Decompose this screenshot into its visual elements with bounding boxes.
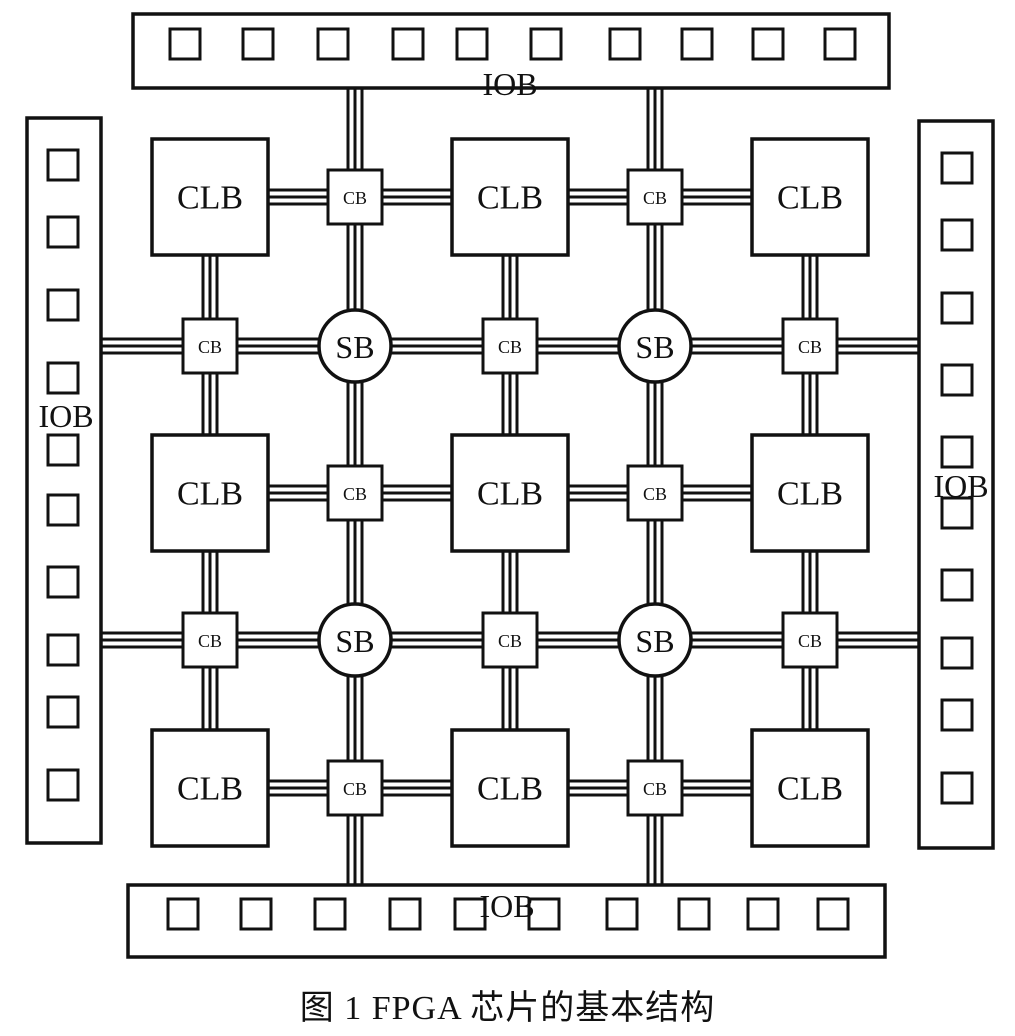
iob-top-label: IOB [482, 66, 537, 102]
clb-block [750, 728, 870, 848]
clb-block [150, 433, 270, 553]
iob-right-pad [940, 771, 974, 805]
clb-label: CLB [777, 180, 843, 217]
sb-label: SB [635, 623, 674, 659]
iob-top-pad [168, 27, 202, 61]
clb-label: CLB [777, 771, 843, 808]
cb-block [626, 759, 684, 817]
iob-right-pad [940, 291, 974, 325]
iob-top-pad [823, 27, 857, 61]
iob-top-pad [608, 27, 642, 61]
cb-block [181, 611, 239, 669]
clb-label: CLB [177, 771, 243, 808]
cb-label: CB [643, 188, 667, 208]
cb-block [781, 611, 839, 669]
cb-label: CB [643, 779, 667, 799]
iob-left-pad [46, 288, 80, 322]
iob-left-pad [46, 215, 80, 249]
cb-block [481, 611, 539, 669]
clb-label: CLB [177, 476, 243, 513]
iob-left-pad [46, 433, 80, 467]
clb-block [150, 728, 270, 848]
cb-label: CB [498, 337, 522, 357]
iob-left-pad [46, 633, 80, 667]
iob-top-pad [316, 27, 350, 61]
iob-top-pad [391, 27, 425, 61]
cb-block [181, 317, 239, 375]
sb-label: SB [335, 623, 374, 659]
clb-block [750, 433, 870, 553]
iob-right-label: IOB [933, 468, 988, 504]
cb-block [626, 168, 684, 226]
sb-block [317, 308, 393, 384]
iob-top-pad [680, 27, 714, 61]
clb-block [450, 728, 570, 848]
iob-top-pad [751, 27, 785, 61]
iob-right-pad [940, 435, 974, 469]
iob-bottom-pad [677, 897, 711, 931]
iob-bottom-pad [453, 897, 487, 931]
clb-block [750, 137, 870, 257]
sb-block [317, 602, 393, 678]
iob-right-pad [940, 151, 974, 185]
iob-left-pad [46, 565, 80, 599]
iob-bottom-pad [388, 897, 422, 931]
sb-block [617, 602, 693, 678]
cb-label: CB [798, 631, 822, 651]
clb-block [150, 137, 270, 257]
cb-label: CB [798, 337, 822, 357]
cb-block [781, 317, 839, 375]
cb-block [481, 317, 539, 375]
iob-left-label: IOB [38, 398, 93, 434]
iob-bottom-pad [746, 897, 780, 931]
cb-block [326, 759, 384, 817]
cb-label: CB [498, 631, 522, 651]
iob-bottom-pad [816, 897, 850, 931]
iob-bottom-pad [313, 897, 347, 931]
fpga-architecture-svg: IOB IOB IOB IOB CLB CLB CLB CLB CLB CLB CLB CLB CLB C… [25, 12, 995, 959]
sb-label: SB [335, 329, 374, 365]
cb-label: CB [343, 779, 367, 799]
iob-bottom-pad [605, 897, 639, 931]
clb-block [450, 433, 570, 553]
clb-label: CLB [777, 476, 843, 513]
cb-label: CB [198, 337, 222, 357]
iob-right-pad [940, 363, 974, 397]
iob-top-pad [529, 27, 563, 61]
iob-left-pad [46, 361, 80, 395]
iob-top-pad [241, 27, 275, 61]
clb-block [450, 137, 570, 257]
iob-right-pad [940, 636, 974, 670]
cb-block [326, 168, 384, 226]
iob-bottom-pad [166, 897, 200, 931]
iob-top-pad [455, 27, 489, 61]
clb-label: CLB [477, 476, 543, 513]
cb-label: CB [343, 188, 367, 208]
sb-label: SB [635, 329, 674, 365]
cb-label: CB [343, 484, 367, 504]
cb-block [326, 464, 384, 522]
iob-left-pad [46, 148, 80, 182]
iob-left-pad [46, 493, 80, 527]
clb-label: CLB [477, 771, 543, 808]
iob-bottom-pad [239, 897, 273, 931]
cb-block [626, 464, 684, 522]
figure-caption: 图 1 FPGA 芯片的基本结构 [299, 990, 716, 1027]
iob-right-pad [940, 568, 974, 602]
clb-label: CLB [177, 180, 243, 217]
iob-right-pad [940, 496, 974, 530]
cb-label: CB [198, 631, 222, 651]
iob-left-pad [46, 768, 80, 802]
iob-right-pad [940, 218, 974, 252]
iob-bottom-pad [527, 897, 561, 931]
blocks: IOB IOB IOB IOB CLB CLB CLB CLB CLB CLB CLB CLB CLB C… [25, 12, 995, 959]
iob-right-pad [940, 698, 974, 732]
sb-block [617, 308, 693, 384]
clb-label: CLB [477, 180, 543, 217]
cb-label: CB [643, 484, 667, 504]
iob-left-pad [46, 695, 80, 729]
iob-bottom-label: IOB [479, 888, 534, 924]
